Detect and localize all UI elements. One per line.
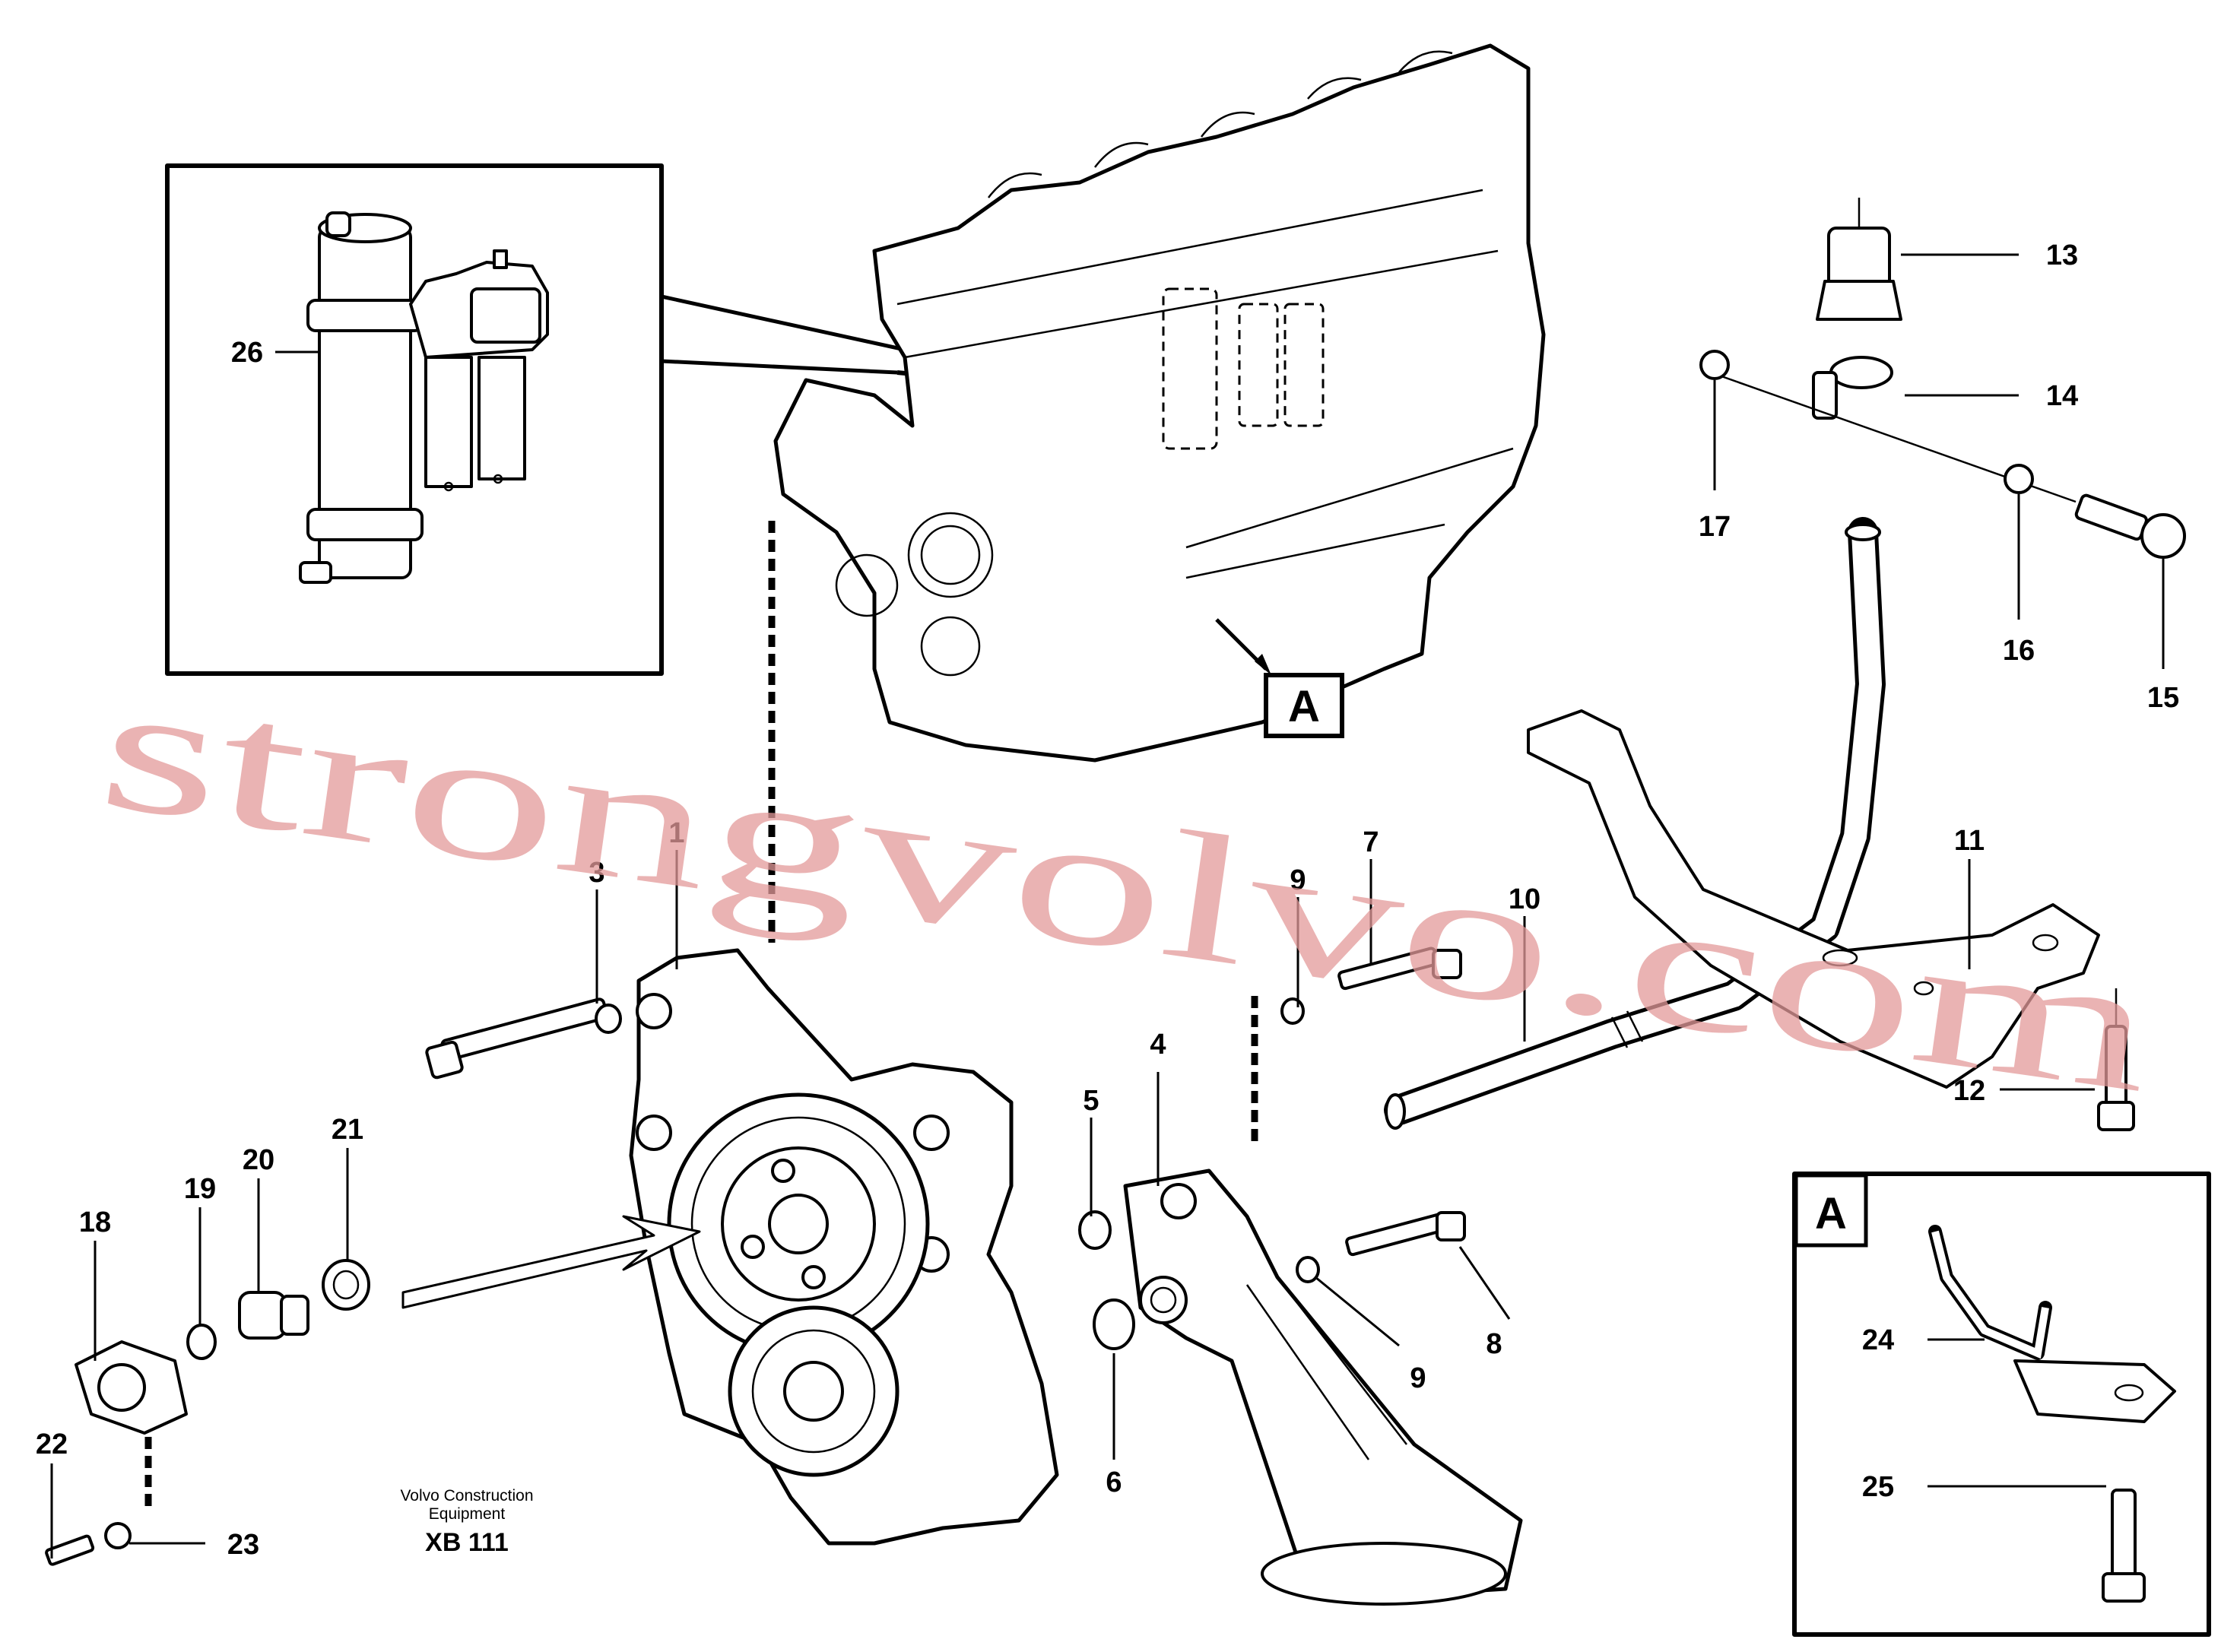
figure-caption: Volvo Construction Equipment XB 111 xyxy=(400,1487,533,1557)
callout-5: 5 xyxy=(1083,1085,1099,1117)
callout-19: 19 xyxy=(184,1173,216,1205)
callout-16: 16 xyxy=(2003,635,2035,667)
callout-22: 22 xyxy=(36,1428,68,1460)
caption-line-1: Volvo Construction xyxy=(400,1487,533,1505)
callout-1: 1 xyxy=(668,817,684,849)
detail-view-label: A xyxy=(1815,1189,1847,1238)
callout-13: 13 xyxy=(2046,239,2078,271)
callout-21: 21 xyxy=(332,1114,363,1146)
view-marker-label: A xyxy=(1288,682,1320,731)
dipstick-tube xyxy=(1384,517,1886,1130)
view-marker: A xyxy=(1215,618,1344,738)
callout-18: 18 xyxy=(79,1206,111,1238)
callout-12: 12 xyxy=(1953,1075,1985,1107)
tube-fittings xyxy=(1699,198,2186,559)
bolts-and-washers xyxy=(425,946,2135,1350)
engine-block xyxy=(773,43,1546,763)
callout-10: 10 xyxy=(1509,883,1540,915)
callout-15: 15 xyxy=(2147,682,2179,714)
suction-pipe xyxy=(1123,1168,1523,1606)
caption-line-2: Equipment xyxy=(429,1505,506,1523)
callout-25: 25 xyxy=(1862,1471,1894,1503)
callout-8: 8 xyxy=(1486,1328,1502,1360)
callout-3: 3 xyxy=(589,857,604,889)
callout-11: 11 xyxy=(1954,825,1985,857)
callout-4: 4 xyxy=(1150,1029,1166,1061)
oil-pump xyxy=(629,948,1059,1546)
callout-24: 24 xyxy=(1862,1324,1894,1356)
callout-9-top: 9 xyxy=(1290,864,1306,896)
bracket xyxy=(1527,709,2100,1089)
callout-7: 7 xyxy=(1363,826,1379,858)
caption-code: XB 111 xyxy=(425,1528,509,1557)
callout-9-bottom: 9 xyxy=(1410,1362,1426,1394)
callout-leaders xyxy=(50,253,2165,1558)
detail-view-a: A xyxy=(1792,1172,2211,1637)
callout-14: 14 xyxy=(2046,380,2078,412)
pressure-parts xyxy=(45,1215,701,1566)
callout-6: 6 xyxy=(1106,1467,1122,1498)
callout-17: 17 xyxy=(1699,511,1731,543)
callout-26: 26 xyxy=(231,337,263,369)
callout-20: 20 xyxy=(243,1144,274,1176)
callout-labels: 1 3 4 5 6 7 8 9 9 10 11 12 13 14 15 16 1… xyxy=(36,239,2179,1561)
filter-detail-inset xyxy=(165,163,664,676)
callout-23: 23 xyxy=(227,1529,259,1561)
